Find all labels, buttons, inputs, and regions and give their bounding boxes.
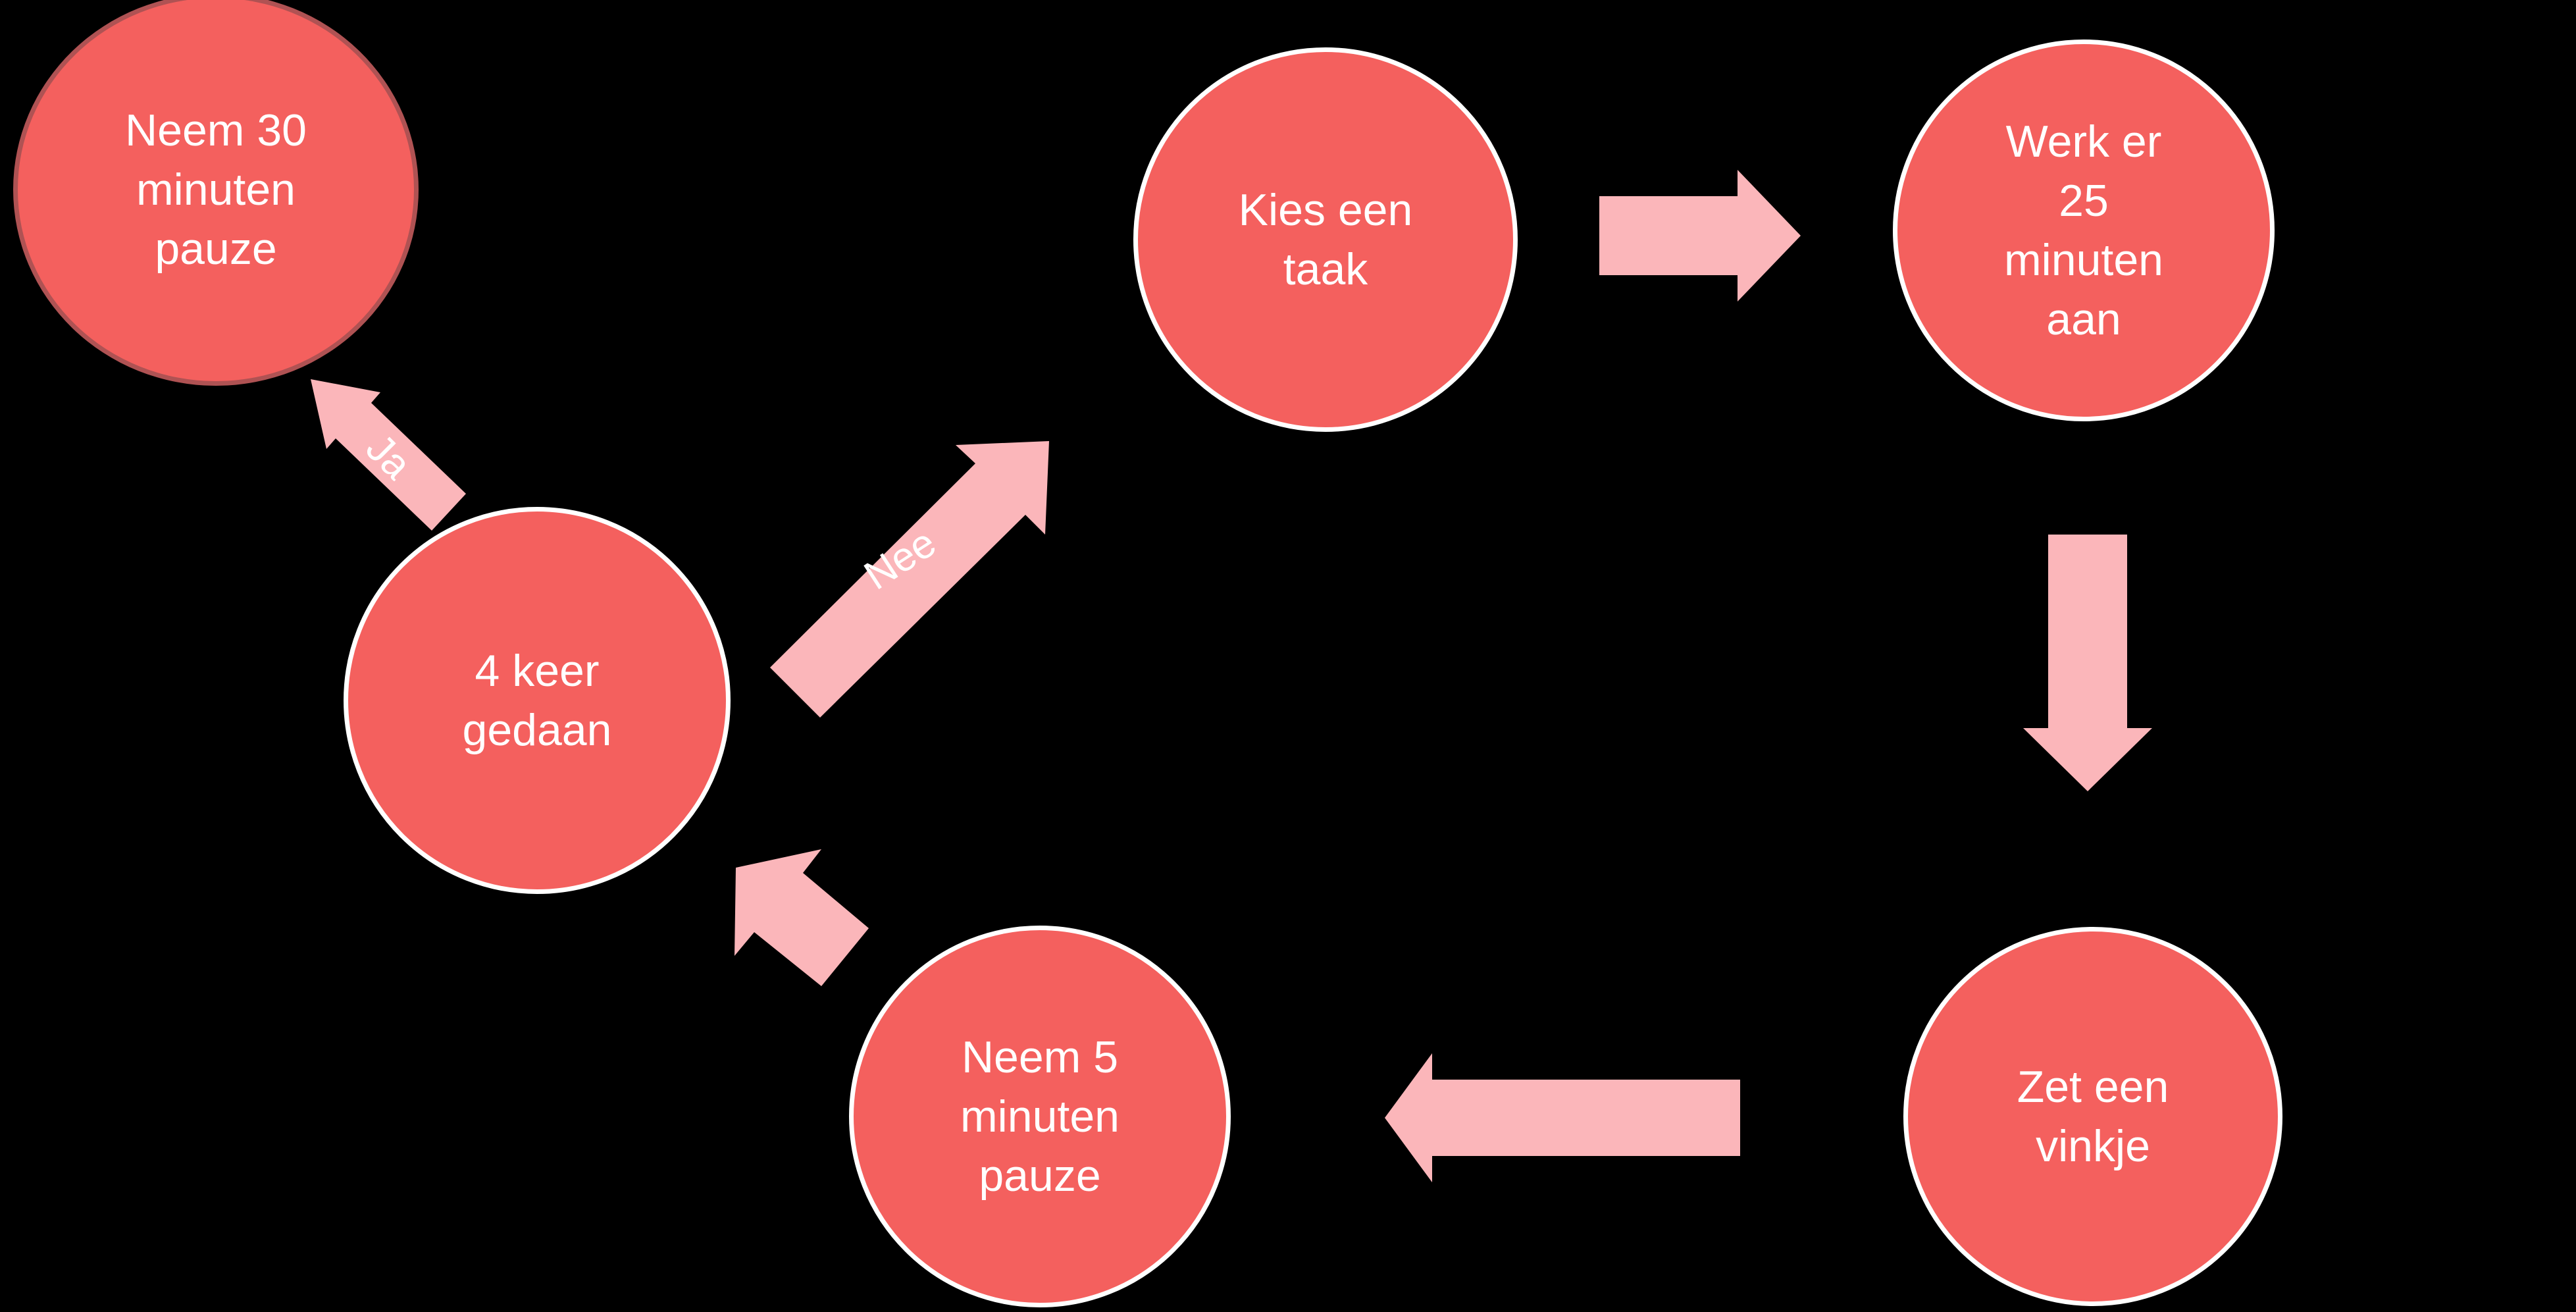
node-label: 4 keer gedaan: [462, 646, 612, 755]
arrow-neem-5-to-4-keer: [734, 849, 869, 986]
node-neem-30-minuten-pauze: Neem 30 minuten pauze: [13, 0, 419, 386]
arrow-werk-25-to-zet-vinkje: [2023, 535, 2152, 791]
arrow-4-keer-to-neem-30-ja: [311, 379, 466, 531]
node-neem-5-minuten-pauze: Neem 5 minuten pauze: [849, 926, 1231, 1307]
arrow-zet-vinkje-to-neem-5: [1385, 1053, 1740, 1182]
node-werk-er-25-minuten-aan: Werk er 25 minuten aan: [1893, 39, 2275, 421]
node-label: Kies een taak: [1238, 185, 1413, 294]
node-label: Neem 30 minuten pauze: [125, 105, 307, 274]
node-label: Werk er 25 minuten aan: [2004, 117, 2163, 344]
node-kies-een-taak: Kies een taak: [1133, 47, 1518, 432]
arrow-4-keer-to-kies-taak-nee: [770, 441, 1049, 718]
node-label: Neem 5 minuten pauze: [960, 1032, 1120, 1201]
arrow-kies-taak-to-werk-25: [1599, 170, 1801, 302]
node-zet-een-vinkje: Zet een vinkje: [1903, 927, 2282, 1306]
node-4-keer-gedaan: 4 keer gedaan: [344, 507, 731, 894]
node-label: Zet een vinkje: [2017, 1062, 2169, 1171]
